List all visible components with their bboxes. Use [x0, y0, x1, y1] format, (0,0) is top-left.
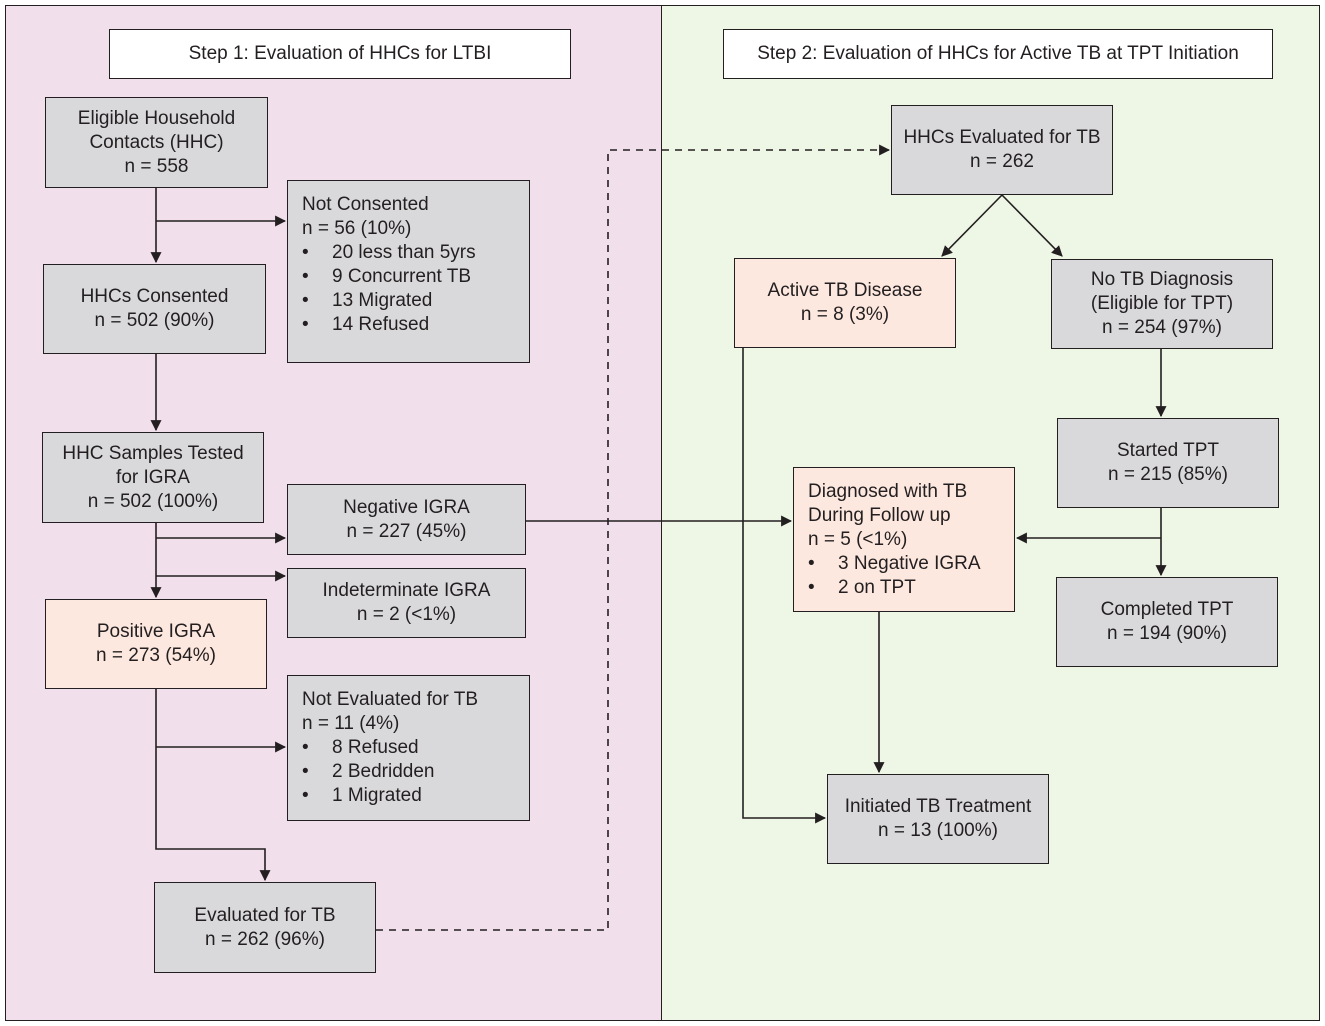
- eligible-line2: Contacts (HHC): [89, 131, 224, 153]
- eligible-hhc-box: Eligible Household Contacts (HHC) n = 55…: [45, 97, 268, 188]
- list-item: •14 Refused: [302, 314, 430, 335]
- tested-line1: HHC Samples Tested: [62, 442, 244, 464]
- not-consented-box: Not Consented n = 56 (10%) •20 less than…: [287, 180, 530, 363]
- started-tpt-label: Started TPT: [1116, 440, 1220, 461]
- list-item: •1 Migrated: [302, 785, 422, 806]
- evaluated-label: Evaluated for TB: [194, 904, 336, 926]
- negative-igra-box: Negative IGRA n = 227 (45%): [287, 484, 526, 555]
- not-consented-count: n = 56 (10%): [302, 218, 412, 239]
- diagnosed-count: n = 5 (<1%): [808, 529, 908, 550]
- positive-igra-count: n = 273 (54%): [96, 645, 216, 666]
- eligible-count: n = 558: [124, 155, 189, 177]
- diagnosed-followup-box: Diagnosed with TB During Follow up n = 5…: [793, 467, 1015, 612]
- indeterminate-igra-label: Indeterminate IGRA: [322, 580, 491, 601]
- consented-label: HHCs Consented: [80, 286, 229, 307]
- consented-count: n = 502 (90%): [94, 310, 215, 331]
- no-tb-line1: No TB Diagnosis: [1090, 269, 1234, 290]
- not-consented-title: Not Consented: [302, 194, 429, 215]
- step2-header: Step 2: Evaluation of HHCs for Active TB…: [723, 29, 1273, 79]
- list-item: •3 Negative IGRA: [808, 553, 981, 574]
- completed-tpt-count: n = 194 (90%): [1107, 623, 1227, 644]
- diagnosed-list: •3 Negative IGRA •2 on TPT: [808, 552, 1002, 600]
- initiated-treatment-label: Initiated TB Treatment: [844, 796, 1032, 817]
- tested-count: n = 502 (100%): [87, 490, 219, 512]
- step1-title: Step 1: Evaluation of HHCs for LTBI: [188, 43, 492, 64]
- started-tpt-count: n = 215 (85%): [1108, 464, 1228, 485]
- not-evaluated-title: Not Evaluated for TB: [302, 689, 479, 710]
- not-evaluated-list: •8 Refused •2 Bedridden •1 Migrated: [302, 736, 517, 808]
- not-consented-list: •20 less than 5yrs •9 Concurrent TB •13 …: [302, 241, 517, 337]
- negative-igra-count: n = 227 (45%): [346, 520, 467, 542]
- indeterminate-igra-box: Indeterminate IGRA n = 2 (<1%): [287, 568, 526, 638]
- list-item: •20 less than 5yrs: [302, 242, 476, 263]
- list-item: •9 Concurrent TB: [302, 266, 472, 287]
- positive-igra-label: Positive IGRA: [96, 621, 216, 642]
- active-tb-count: n = 8 (3%): [800, 304, 890, 325]
- initiated-treatment-box: Initiated TB Treatment n = 13 (100%): [827, 774, 1049, 864]
- indeterminate-igra-count: n = 2 (<1%): [356, 604, 457, 625]
- initiated-treatment-count: n = 13 (100%): [878, 820, 998, 841]
- tested-igra-box: HHC Samples Tested for IGRA n = 502 (100…: [42, 432, 264, 523]
- hhcs-evaluated-tb-box: HHCs Evaluated for TB n = 262: [891, 105, 1113, 195]
- completed-tpt-label: Completed TPT: [1100, 599, 1234, 620]
- active-tb-label: Active TB Disease: [767, 280, 923, 301]
- evaluated-for-tb-box: Evaluated for TB n = 262 (96%): [154, 882, 376, 973]
- eligible-line1: Eligible Household: [77, 107, 236, 129]
- evaluated-count: n = 262 (96%): [205, 928, 325, 950]
- list-item: •13 Migrated: [302, 290, 433, 311]
- step1-header: Step 1: Evaluation of HHCs for LTBI: [109, 29, 571, 79]
- started-tpt-box: Started TPT n = 215 (85%): [1057, 418, 1279, 508]
- not-evaluated-box: Not Evaluated for TB n = 11 (4%) •8 Refu…: [287, 675, 530, 821]
- consented-box: HHCs Consented n = 502 (90%): [43, 264, 266, 354]
- hhcs-evaluated-label: HHCs Evaluated for TB: [903, 127, 1101, 148]
- no-tb-count: n = 254 (97%): [1102, 317, 1222, 338]
- list-item: •2 Bedridden: [302, 761, 435, 782]
- hhcs-evaluated-count: n = 262: [970, 151, 1034, 172]
- completed-tpt-box: Completed TPT n = 194 (90%): [1056, 577, 1278, 667]
- diagnosed-line2: During Follow up: [808, 505, 951, 526]
- no-tb-diagnosis-box: No TB Diagnosis (Eligible for TPT) n = 2…: [1051, 259, 1273, 349]
- list-item: •8 Refused: [302, 737, 419, 758]
- diagnosed-line1: Diagnosed with TB: [808, 481, 968, 502]
- negative-igra-label: Negative IGRA: [343, 496, 470, 518]
- step2-title: Step 2: Evaluation of HHCs for Active TB…: [757, 43, 1239, 64]
- positive-igra-box: Positive IGRA n = 273 (54%): [45, 599, 267, 689]
- active-tb-box: Active TB Disease n = 8 (3%): [734, 258, 956, 348]
- not-evaluated-count: n = 11 (4%): [302, 713, 400, 734]
- list-item: •2 on TPT: [808, 577, 916, 598]
- tested-line2: for IGRA: [116, 466, 190, 488]
- no-tb-line2: (Eligible for TPT): [1090, 293, 1234, 314]
